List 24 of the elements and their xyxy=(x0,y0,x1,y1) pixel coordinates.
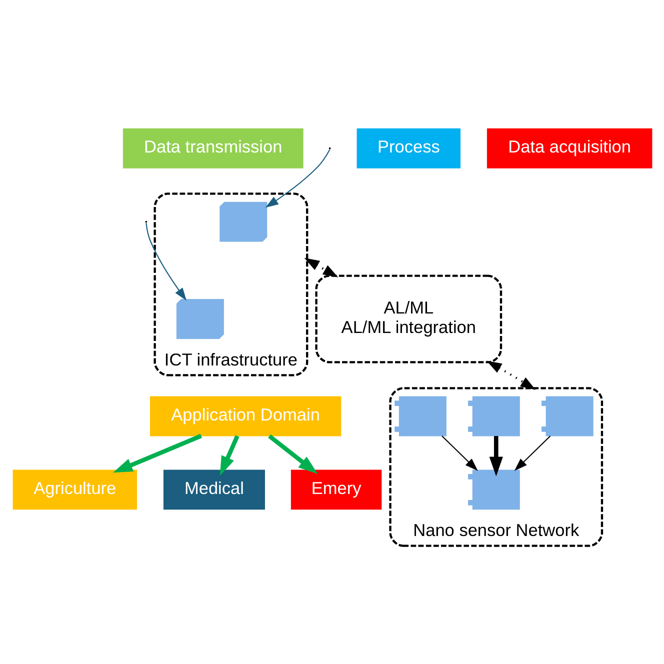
arrow xyxy=(514,436,550,471)
arrow xyxy=(441,436,478,471)
node-box: Emery xyxy=(290,470,382,510)
node-chip xyxy=(394,396,446,436)
node-chip xyxy=(541,396,593,436)
node-chip xyxy=(468,396,520,436)
arrow xyxy=(268,434,318,474)
arrow xyxy=(264,149,330,208)
cluster: ICT infrastructure xyxy=(153,192,308,376)
node-box: Process xyxy=(356,128,460,168)
arrow xyxy=(112,434,202,473)
arrow xyxy=(488,436,502,476)
arrow xyxy=(304,258,338,278)
arrow xyxy=(145,222,186,301)
node-box: Application Domain xyxy=(149,396,341,436)
node-box: Data acquisition xyxy=(486,128,652,168)
node-box: AL/ML AL/ML integration xyxy=(314,274,502,364)
node-chip xyxy=(468,470,520,510)
node-box: Data transmission xyxy=(122,128,303,168)
arrow xyxy=(486,360,536,390)
node-box: Agriculture xyxy=(12,470,136,510)
node-box: Medical xyxy=(162,470,264,510)
arrow xyxy=(219,435,239,476)
cluster: Nano sensor Network xyxy=(388,387,603,547)
